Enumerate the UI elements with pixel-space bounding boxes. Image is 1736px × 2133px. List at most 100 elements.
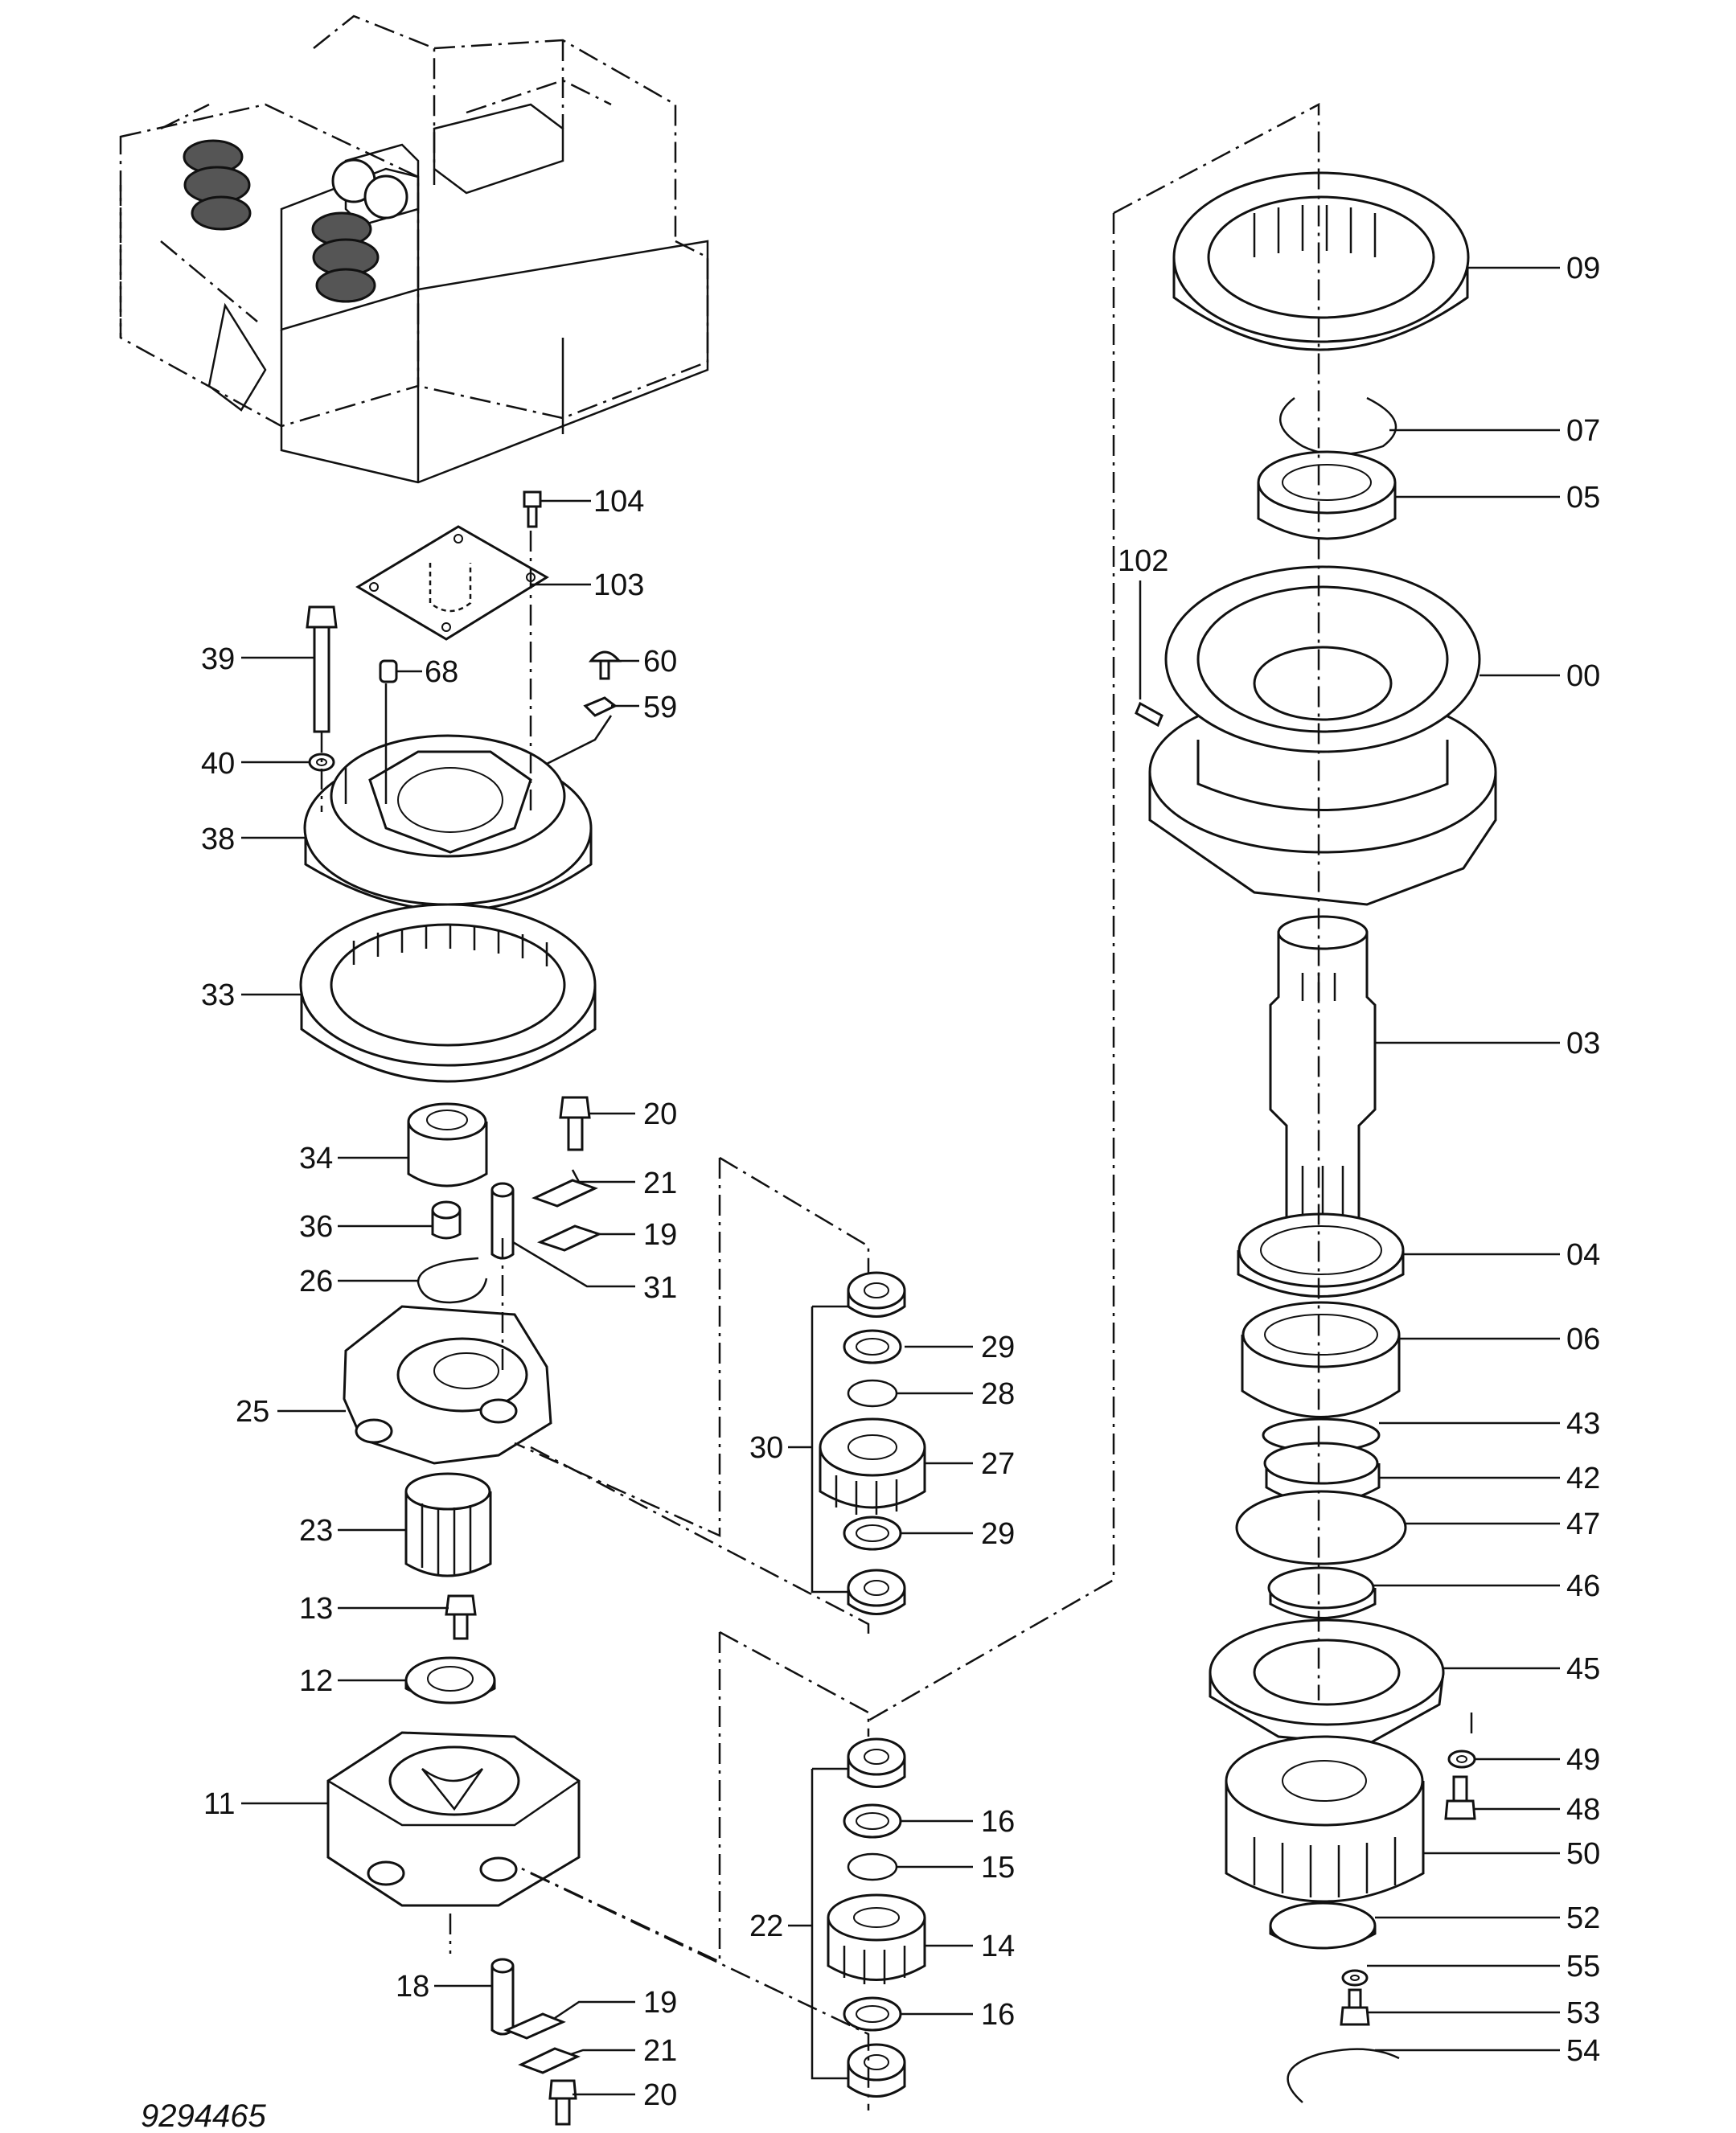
callout-13: 13	[299, 1592, 333, 1626]
callout-30: 30	[749, 1431, 783, 1465]
washer-55	[1341, 1969, 1369, 1987]
spacer-29-upper	[843, 1329, 902, 1364]
callout-16-upper: 16	[981, 1805, 1015, 1839]
callout-26: 26	[299, 1265, 333, 1298]
callout-55: 55	[1566, 1950, 1600, 1983]
snap-ring-07	[1279, 396, 1397, 456]
callout-11: 11	[203, 1787, 235, 1821]
callout-48: 48	[1566, 1793, 1600, 1827]
lock-plate-21-lower	[518, 2047, 581, 2074]
plug-102	[1135, 701, 1163, 728]
bearing-race-46	[1267, 1566, 1377, 1619]
callout-20-lower: 20	[643, 2078, 677, 2112]
bolt-13	[445, 1594, 477, 1640]
callout-29-upper: 29	[981, 1331, 1015, 1364]
housing-00	[1148, 565, 1497, 906]
callout-00: 00	[1566, 659, 1600, 693]
callout-27: 27	[981, 1447, 1015, 1481]
callout-42: 42	[1566, 1462, 1600, 1495]
callout-05: 05	[1566, 481, 1600, 515]
washer-59	[583, 696, 618, 717]
snap-ring-26	[417, 1257, 488, 1304]
callout-07: 07	[1566, 414, 1600, 448]
bearing-bottom-stack-lower	[847, 2043, 906, 2098]
callout-39: 39	[201, 642, 235, 676]
gear-14	[827, 1893, 926, 1984]
callout-21-upper: 21	[643, 1167, 677, 1200]
callout-53: 53	[1566, 1996, 1600, 2030]
callout-52: 52	[1566, 1901, 1600, 1935]
bearing-housing-06	[1241, 1301, 1401, 1418]
pinion-50	[1225, 1735, 1425, 1903]
callout-68: 68	[425, 655, 458, 689]
callout-33: 33	[201, 978, 235, 1012]
callout-45: 45	[1566, 1652, 1600, 1686]
callout-54: 54	[1566, 2034, 1600, 2068]
callout-38: 38	[201, 822, 235, 856]
lock-plate-19-lower	[503, 2012, 566, 2040]
assembly-axes	[320, 102, 1473, 2110]
callout-36: 36	[299, 1210, 333, 1244]
bolt-39	[306, 605, 338, 733]
callout-60: 60	[643, 645, 677, 679]
callout-20-upper: 20	[643, 1097, 677, 1131]
cover-45	[1209, 1618, 1445, 1746]
callout-04: 04	[1566, 1238, 1600, 1272]
callout-23: 23	[299, 1514, 333, 1548]
ring-gear-33	[299, 903, 597, 1083]
bearing-top-stack-upper	[847, 1271, 906, 1318]
bolt-53	[1340, 1988, 1370, 2026]
callout-29-lower: 29	[981, 1517, 1015, 1551]
callout-03: 03	[1566, 1027, 1600, 1060]
carrier-11	[326, 1731, 581, 1907]
callout-103: 103	[593, 568, 644, 602]
bolt-104	[523, 490, 542, 528]
callout-06: 06	[1566, 1323, 1600, 1356]
callout-34: 34	[299, 1142, 333, 1175]
callout-104: 104	[593, 485, 644, 519]
callout-43: 43	[1566, 1407, 1600, 1441]
ring-gear-09	[1172, 171, 1470, 351]
machine-context-sketch	[119, 14, 709, 484]
thrust-plate-12	[404, 1656, 496, 1704]
snap-ring-15	[847, 1852, 898, 1881]
gear-27	[819, 1417, 926, 1515]
plate-52	[1269, 1901, 1377, 1950]
washer-49	[1447, 1749, 1476, 1769]
callout-14: 14	[981, 1930, 1015, 1963]
callout-21-lower: 21	[643, 2034, 677, 2068]
callout-46: 46	[1566, 1569, 1600, 1603]
callout-09: 09	[1566, 252, 1600, 285]
lock-plate-21-upper	[531, 1179, 598, 1208]
callout-59: 59	[643, 691, 677, 724]
callout-12: 12	[299, 1664, 333, 1698]
cover-38	[303, 734, 593, 912]
spacer-16-lower	[843, 1996, 902, 2032]
spacer-29-lower	[843, 1516, 902, 1551]
snap-ring-28	[847, 1379, 898, 1408]
callout-16-lower: 16	[981, 1998, 1015, 2032]
bearing-04	[1237, 1212, 1405, 1298]
callout-102: 102	[1118, 544, 1168, 578]
plug-68	[379, 659, 398, 683]
planet-gear-23	[404, 1472, 492, 1577]
callout-47: 47	[1566, 1507, 1600, 1541]
pin-31	[490, 1182, 515, 1260]
callout-40: 40	[201, 747, 235, 781]
cover-plate-103	[355, 525, 549, 641]
callout-22: 22	[749, 1909, 783, 1943]
thrust-washer-36	[431, 1200, 462, 1240]
shim-47	[1235, 1490, 1407, 1565]
bolt-20-lower	[548, 2079, 577, 2126]
shaft-03	[1269, 915, 1377, 1232]
bearing-05	[1257, 450, 1397, 540]
callout-18: 18	[396, 1970, 429, 2004]
leader-lines	[241, 266, 1560, 2096]
callout-labels: 104 103 39 68 60 59 40 38 33 20 34 21 36…	[201, 252, 1600, 2112]
callout-31: 31	[643, 1271, 677, 1305]
callout-28: 28	[981, 1377, 1015, 1411]
bolt-20-upper	[559, 1096, 591, 1151]
carrier-25	[343, 1305, 552, 1465]
bolt-48	[1444, 1775, 1476, 1820]
sun-gear-34	[407, 1102, 488, 1188]
